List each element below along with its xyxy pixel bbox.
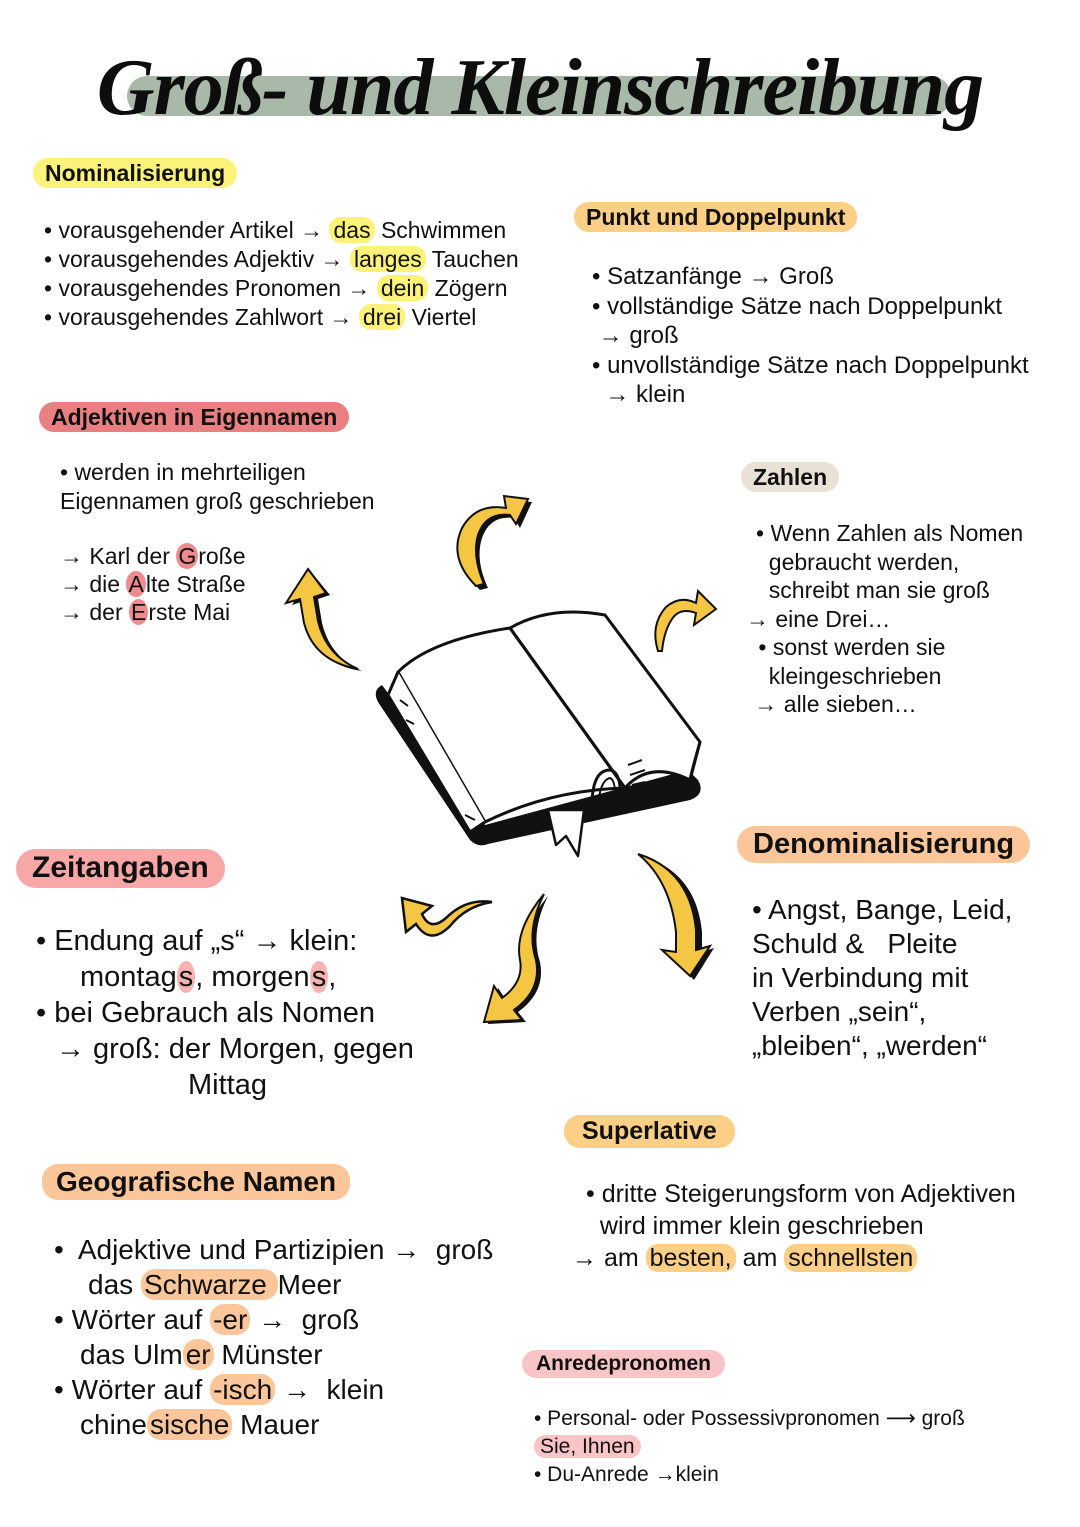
superlative-example: → am besten, am schnellsten	[572, 1242, 918, 1274]
heading-punkt-doppelpunkt: Punkt und Doppelpunkt	[574, 202, 858, 233]
list-item: • Satzanfänge → Groß	[592, 263, 834, 290]
heading-nominalisierung: Nominalisierung	[33, 158, 238, 189]
heading-adjektiven-eigennamen: Adjektiven in Eigennamen	[39, 402, 350, 433]
open-book-icon	[375, 610, 702, 858]
list-item: • vorausgehendes Zahlwort → drei Viertel	[44, 304, 477, 330]
list-item: → groß	[592, 322, 679, 349]
curved-arrow-icon	[637, 853, 714, 980]
superlative-list: • dritte Steigerungsform von Adjektiven …	[586, 1180, 1016, 1240]
heading-denominalisierung: Denominalisierung	[737, 826, 1031, 864]
curved-arrow-icon	[456, 494, 532, 590]
highlight-sie-ihnen: Sie, Ihnen	[534, 1435, 641, 1458]
example-item: → der Erste Mai	[60, 599, 231, 625]
adjektiven-examples: → Karl der Große → die Alte Straße → der…	[60, 542, 246, 626]
geografisch-list: • Adjektive und Partizipien → groß das S…	[54, 1234, 494, 1440]
curved-arrow-icon	[654, 588, 718, 652]
list-item: • vorausgehendes Pronomen → dein Zögern	[44, 275, 508, 301]
heading-zeitangaben: Zeitangaben	[16, 849, 225, 888]
nominalisierung-list: • vorausgehender Artikel → das Schwimmen…	[44, 216, 519, 332]
list-item: • unvollständige Sätze nach Doppelpunkt	[592, 351, 1029, 379]
example-item: montags, morgens,	[80, 961, 337, 993]
curved-arrow-icon	[283, 567, 362, 671]
list-item: → klein	[592, 381, 686, 408]
zeitangaben-list: • Endung auf „s“ → klein: montags, morge…	[36, 925, 414, 1101]
list-item: • vollständige Sätze nach Doppelpunkt	[592, 292, 1003, 320]
list-item: • vorausgehendes Adjektiv → langes Tauch…	[44, 246, 519, 272]
heading-superlative: Superlative	[564, 1115, 735, 1148]
denominalisierung-list: • Angst, Bange, Leid, Schuld & Pleite in…	[752, 894, 1013, 1061]
example-item: → die Alte Straße	[60, 571, 246, 597]
list-item: • vorausgehender Artikel → das Schwimmen	[44, 217, 507, 243]
title-highlight-bar	[127, 76, 951, 116]
heading-geografische-namen: Geografische Namen	[42, 1164, 351, 1201]
page-title: Groß- und Kleinschreibung	[96, 44, 984, 132]
heading-anredepronomen: Anredepronomen	[522, 1350, 726, 1379]
heading-zahlen: Zahlen	[741, 462, 840, 493]
punkt-list: • Satzanfänge → Groß • vollständige Sätz…	[592, 262, 1029, 410]
zahlen-list: • Wenn Zahlen als Nomen gebraucht werden…	[746, 520, 1024, 717]
adjektiven-description: • werden in mehrteiligen Eigennamen groß…	[60, 459, 375, 514]
anrede-list: • Personal- oder Possessivpronomen ⟶ gro…	[534, 1407, 965, 1486]
curved-arrow-icon	[482, 893, 548, 1024]
example-item: → Karl der Große	[60, 543, 246, 569]
curved-arrow-icon	[400, 896, 493, 937]
